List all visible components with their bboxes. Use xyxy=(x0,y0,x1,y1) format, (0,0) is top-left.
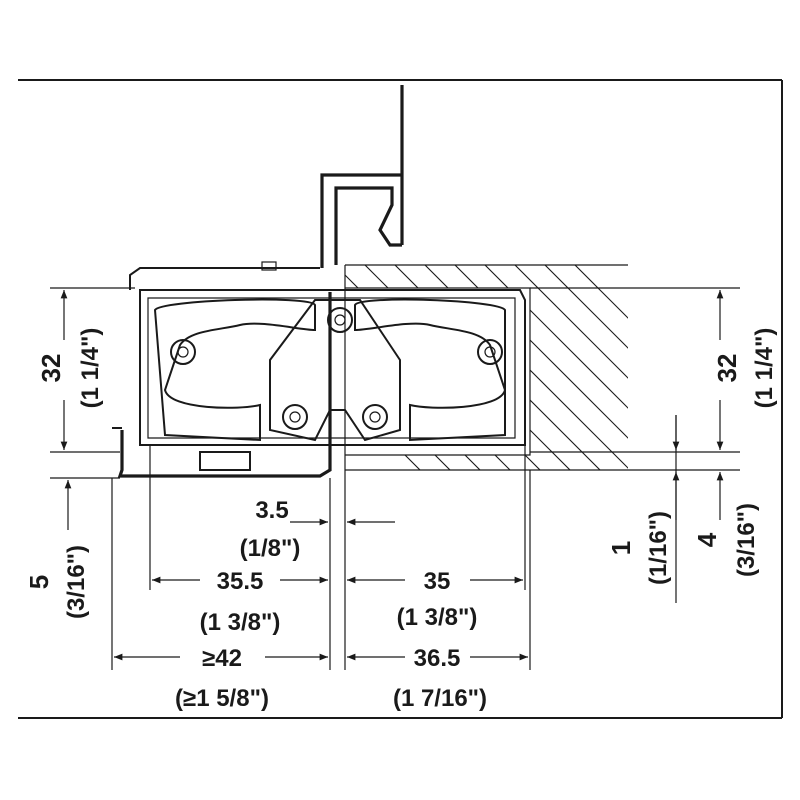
gap-in-label: (1/8") xyxy=(240,535,301,562)
left-depth-in-label: (1 3/8") xyxy=(200,609,281,636)
door-depth-in-label: (1 7/16") xyxy=(393,685,487,712)
right-depth-in-label: (1 3/8") xyxy=(397,604,478,631)
frame-depth-mm-label: ≥42 xyxy=(202,645,242,672)
frame-offset-in-label: (3/16") xyxy=(63,545,90,619)
extension-lines xyxy=(50,287,740,670)
drawing-frame xyxy=(18,79,783,719)
hinge-body xyxy=(139,261,526,471)
left-depth-mm-label: 35.5 xyxy=(217,568,264,595)
frame-section xyxy=(112,267,332,478)
frame-depth-in-label: (≥1 5/8") xyxy=(175,685,269,712)
right-height-mm-label: 32 xyxy=(712,354,742,383)
dimension-labels: 32 (1 1/4") 32 (1 1/4") 5 (3/16") 1 (1/1… xyxy=(24,328,778,712)
door-leaf-profile xyxy=(320,85,404,268)
left-height-mm-label: 32 xyxy=(36,354,66,383)
rebate-in-label: (3/16") xyxy=(733,503,760,577)
gap-mm-label: 3.5 xyxy=(255,497,288,524)
dimension-arrows xyxy=(60,290,724,661)
rebate-mm-label: 4 xyxy=(692,532,722,547)
right-height-in-label: (1 1/4") xyxy=(751,328,778,409)
frame-offset-mm-label: 5 xyxy=(24,575,54,589)
left-height-in-label: (1 1/4") xyxy=(77,328,104,409)
right-depth-mm-label: 35 xyxy=(424,568,451,595)
door-offset-mm-label: 1 xyxy=(606,541,636,555)
door-offset-in-label: (1/16") xyxy=(645,511,672,585)
door-depth-mm-label: 36.5 xyxy=(414,645,461,672)
